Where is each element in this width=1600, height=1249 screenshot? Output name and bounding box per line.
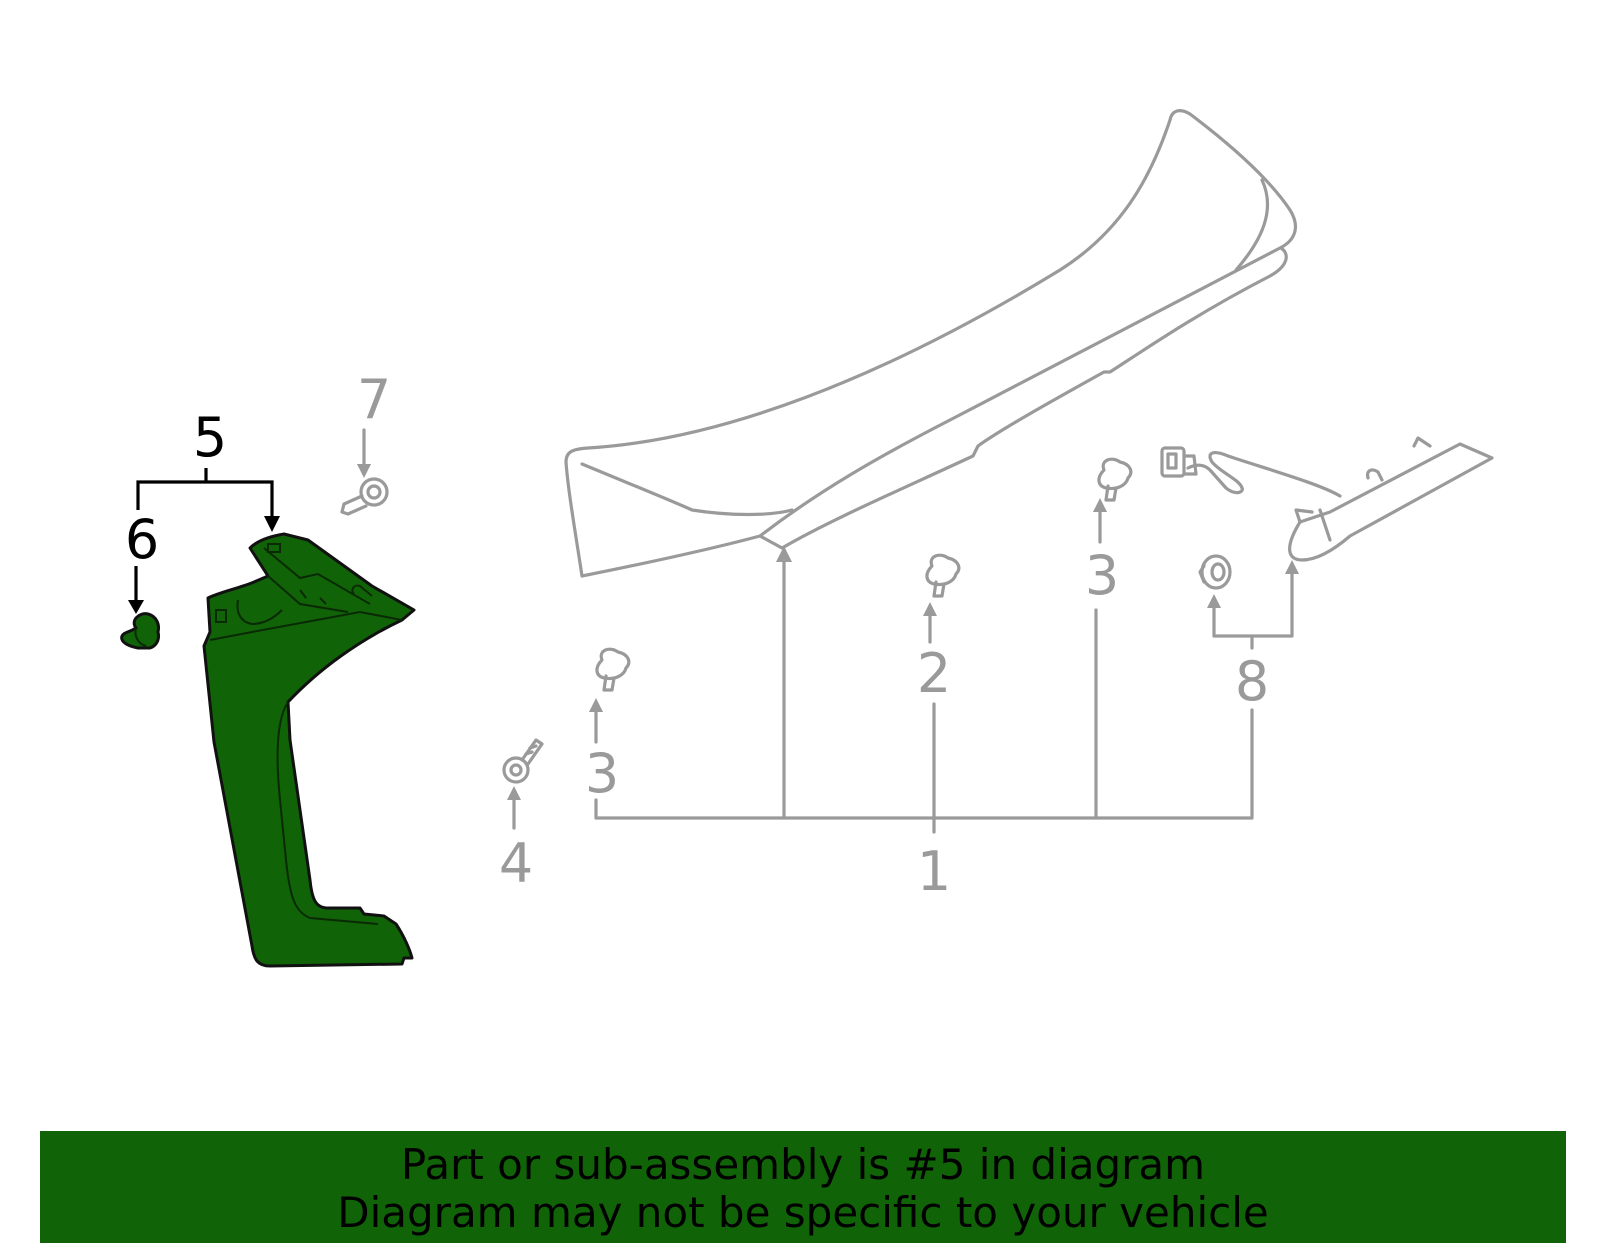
rear-spoiler-illustration bbox=[564, 109, 1298, 578]
callout-labels: 1 2 3 3 4 5 6 7 8 bbox=[125, 368, 1269, 903]
brake-light-illustration bbox=[1160, 436, 1494, 562]
clip-part-3a bbox=[595, 647, 631, 692]
info-banner: Part or sub-assembly is #5 in diagram Di… bbox=[40, 1131, 1566, 1243]
callout-4: 4 bbox=[499, 832, 533, 895]
screw-part-7 bbox=[340, 477, 389, 516]
banner-line-2: Diagram may not be specific to your vehi… bbox=[337, 1188, 1269, 1237]
grommet-part-8 bbox=[1198, 554, 1232, 590]
callout-2: 2 bbox=[917, 642, 951, 705]
callout-5: 5 bbox=[193, 406, 227, 469]
callout-6: 6 bbox=[125, 508, 159, 571]
callout-3a: 3 bbox=[585, 742, 619, 805]
callout-7: 7 bbox=[357, 368, 391, 431]
bolt-part-4 bbox=[502, 738, 544, 784]
clip-part-6 bbox=[120, 612, 160, 650]
banner-line-1: Part or sub-assembly is #5 in diagram bbox=[400, 1140, 1206, 1189]
callout-1: 1 bbox=[917, 840, 951, 903]
clip-part-2 bbox=[925, 553, 961, 598]
callout-8: 8 bbox=[1235, 650, 1269, 713]
clip-part-3b bbox=[1097, 457, 1133, 502]
trim-panel-part-5 bbox=[202, 532, 416, 968]
callout-3b: 3 bbox=[1085, 544, 1119, 607]
leader-lines bbox=[128, 428, 1299, 834]
